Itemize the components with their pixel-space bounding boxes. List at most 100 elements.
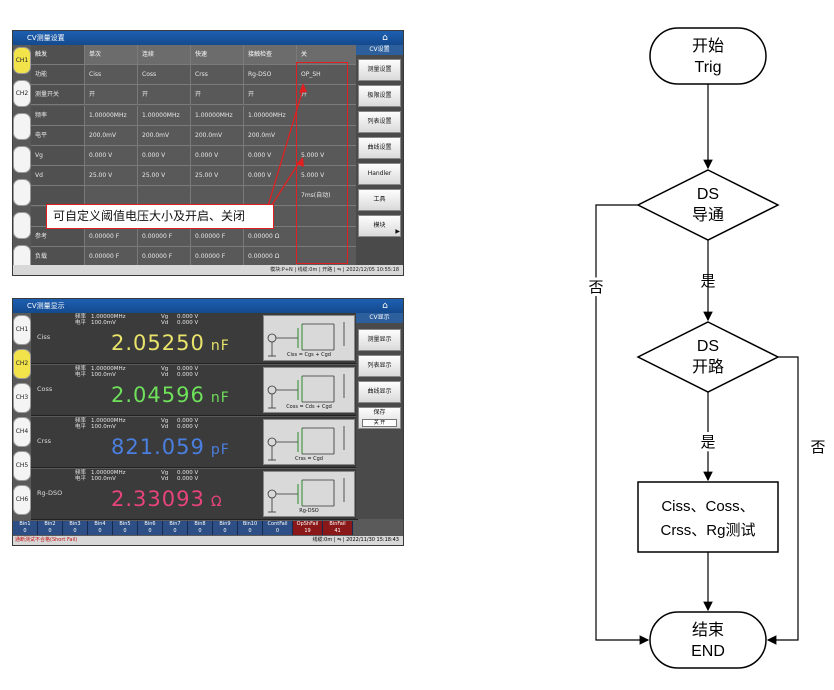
- bin-label: Bin6: [144, 521, 156, 527]
- bin-count: 0: [23, 528, 27, 534]
- table-cell[interactable]: 25.00 V: [138, 166, 191, 187]
- status-text: 线缆:0m | ⇋ | 2022/11/30 15:18:43: [312, 537, 399, 543]
- bin-label: OpShFail: [296, 521, 319, 527]
- channel-button-5[interactable]: CH5: [13, 451, 31, 481]
- vd-value: 0.000 V: [177, 372, 199, 378]
- table-cell[interactable]: 开: [191, 85, 244, 106]
- vg-label: Vg: [161, 314, 169, 320]
- home-icon[interactable]: ⌂: [382, 33, 388, 43]
- sidebar-button-7[interactable]: 模块: [358, 215, 401, 237]
- channel-button-2[interactable]: CH2: [13, 80, 31, 107]
- table-cell[interactable]: 0.000 V: [85, 146, 138, 166]
- channel-button-4[interactable]: [13, 146, 31, 173]
- vd-value: 0.000 V: [177, 424, 199, 430]
- table-header-row: 触发单次连续快速接触检查关: [31, 45, 358, 65]
- sidebar-button-5[interactable]: Handler: [358, 163, 401, 185]
- table-cell[interactable]: 0.00000 F: [191, 226, 244, 247]
- process-label-1: Ciss、Coss、: [661, 498, 754, 515]
- sidebar-button-3[interactable]: 曲线显示: [358, 381, 401, 403]
- bin-label: Bin2: [44, 521, 56, 527]
- channel-button-1[interactable]: CH1: [13, 47, 31, 74]
- screen1-title: CV测量设置: [13, 31, 403, 45]
- table-cell[interactable]: 0.000 V: [191, 146, 244, 166]
- row-label[interactable]: 触发: [31, 45, 85, 65]
- vg-label: Vg: [161, 418, 169, 424]
- table-cell[interactable]: 连续: [138, 45, 191, 65]
- table-cell[interactable]: 1.00000MHz: [138, 105, 191, 126]
- value-number: 2.33093: [111, 487, 205, 511]
- table-cell[interactable]: 0.00000 F: [138, 226, 191, 247]
- channel-button-6[interactable]: CH6: [13, 485, 31, 515]
- sidebar-button-1[interactable]: 测量显示: [358, 329, 401, 351]
- value-unit: pF: [210, 442, 230, 458]
- start-label-1: 开始: [692, 37, 724, 55]
- bin-label: Bin10: [242, 521, 258, 527]
- save-toggle[interactable]: 关 开: [362, 419, 397, 427]
- table-cell[interactable]: 开: [85, 85, 138, 106]
- sidebar-button-1[interactable]: 测量设置: [358, 59, 401, 81]
- value-unit: Ω: [210, 494, 223, 510]
- bin-label: Bin7: [169, 521, 181, 527]
- bin-count: 41: [334, 528, 341, 534]
- table-cell[interactable]: 200.0mV: [138, 125, 191, 146]
- sidebar-button-3[interactable]: 列表设置: [358, 111, 401, 133]
- home-icon[interactable]: ⌂: [382, 301, 388, 311]
- sidebar-button-4[interactable]: 曲线设置: [358, 137, 401, 159]
- flowchart: 开始 Trig DS 导通 是 否 DS 开路 是 否 Ciss、Coss、 C…: [585, 27, 826, 669]
- table-cell[interactable]: Ciss: [85, 65, 138, 86]
- table-cell[interactable]: 0.000 V: [138, 146, 191, 166]
- channel-button-2[interactable]: CH2: [13, 349, 31, 379]
- table-row: 测量开关开开开开开: [31, 85, 358, 106]
- table-cell[interactable]: 0.00000 F: [85, 226, 138, 247]
- table-cell[interactable]: 25.00 V: [85, 166, 138, 187]
- level-label: 电平: [75, 320, 87, 326]
- vd-label: Vd: [161, 424, 169, 430]
- table-cell[interactable]: Coss: [138, 65, 191, 86]
- freq-value: 1.00000MHz: [91, 470, 126, 476]
- table-cell[interactable]: 单次: [85, 45, 138, 65]
- callout-text: 可自定义阈值电压大小及开启、关闭: [46, 204, 274, 229]
- vg-value: 0.000 V: [177, 418, 199, 424]
- bin-label: Bin3: [69, 521, 81, 527]
- arrow-head-upper: [299, 83, 307, 93]
- table-cell[interactable]: Crss: [191, 65, 244, 86]
- table-cell[interactable]: 开: [138, 85, 191, 106]
- table-cell[interactable]: 1.00000MHz: [191, 105, 244, 126]
- bin-count: 0: [275, 528, 280, 534]
- sidebar-button-6[interactable]: 工具: [358, 189, 401, 211]
- channel-button-1[interactable]: CH1: [13, 315, 31, 345]
- table-cell[interactable]: 200.0mV: [191, 125, 244, 146]
- channel-button-3[interactable]: CH3: [13, 383, 31, 413]
- value-unit: nF: [210, 338, 230, 354]
- no-label-1: 否: [588, 279, 603, 296]
- decision2-label-2: 开路: [692, 358, 724, 376]
- status-bar: 模块:P+N | 线缆:0m | 开路 | ⇋ | 2022/12/05 10:…: [13, 265, 403, 275]
- channel-button-5[interactable]: [13, 179, 31, 206]
- bin-count: 0: [98, 528, 102, 534]
- mosfet-circuit-icon: [267, 478, 345, 513]
- table-cell[interactable]: 200.0mV: [85, 125, 138, 146]
- sidebar-button-2[interactable]: 极限设置: [358, 85, 401, 107]
- channel-button-3[interactable]: [13, 113, 31, 140]
- decision-ds-on: [636, 169, 780, 241]
- bin-count: 0: [173, 528, 177, 534]
- table-cell[interactable]: 25.00 V: [191, 166, 244, 187]
- channel-button-4[interactable]: CH4: [13, 417, 31, 447]
- sidebar-button-2[interactable]: 列表显示: [358, 355, 401, 377]
- table-cell[interactable]: 接触检查: [244, 45, 297, 65]
- bin-count: 0: [223, 528, 227, 534]
- freq-label: 频率: [75, 470, 87, 476]
- vg-value: 0.000 V: [177, 366, 199, 372]
- channel-button-6[interactable]: [13, 212, 31, 239]
- table-cell[interactable]: 1.00000MHz: [85, 105, 138, 126]
- table-cell[interactable]: 快速: [191, 45, 244, 65]
